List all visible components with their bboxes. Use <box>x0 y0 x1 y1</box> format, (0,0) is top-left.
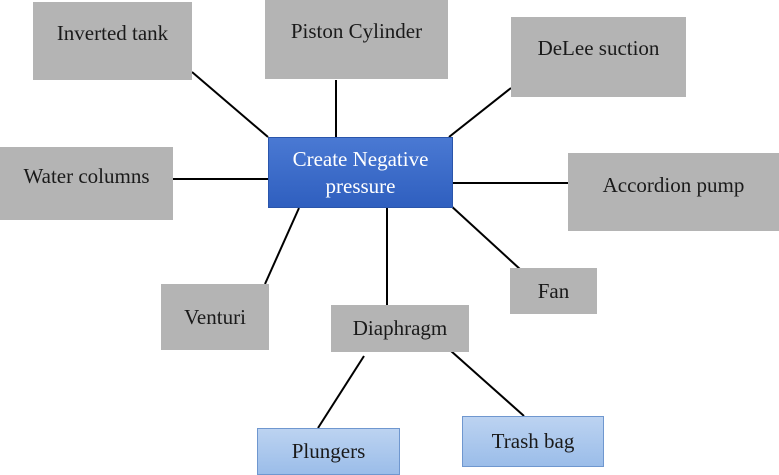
connector-plungers <box>317 355 365 429</box>
node-fan-label: Fan <box>537 278 570 303</box>
node-accordion-pump: Accordion pump <box>568 153 779 231</box>
center-label-line2: pressure <box>325 173 396 198</box>
node-trash-bag-label: Trash bag <box>491 429 575 453</box>
node-delee-suction-label: DeLee suction <box>537 36 660 60</box>
connector-fan <box>448 203 522 271</box>
node-delee-suction: DeLee suction <box>511 17 686 97</box>
node-fan: Fan <box>510 268 597 314</box>
node-venturi-label: Venturi <box>184 304 246 329</box>
node-trash-bag: Trash bag <box>462 416 604 467</box>
node-inverted-tank: Inverted tank <box>33 2 192 80</box>
node-plungers: Plungers <box>257 428 400 475</box>
node-create-negative-pressure: Create Negative pressure <box>268 137 453 208</box>
connector-trash-bag <box>450 350 525 417</box>
connector-venturi <box>264 207 300 285</box>
center-label-line1: Create Negative <box>292 146 429 171</box>
node-water-columns-label: Water columns <box>23 164 150 188</box>
node-water-columns: Water columns <box>0 147 173 220</box>
node-diaphragm-label: Diaphragm <box>352 316 448 340</box>
connector-delee-suction <box>448 87 512 138</box>
node-piston-cylinder: Piston Cylinder <box>265 0 448 79</box>
node-plungers-label: Plungers <box>291 439 366 463</box>
node-piston-cylinder-label: Piston Cylinder <box>290 19 423 43</box>
node-inverted-tank-label: Inverted tank <box>56 21 169 45</box>
node-diaphragm: Diaphragm <box>331 305 469 352</box>
node-accordion-pump-label: Accordion pump <box>602 173 745 197</box>
node-venturi: Venturi <box>161 284 269 350</box>
connector-inverted-tank <box>191 71 269 138</box>
